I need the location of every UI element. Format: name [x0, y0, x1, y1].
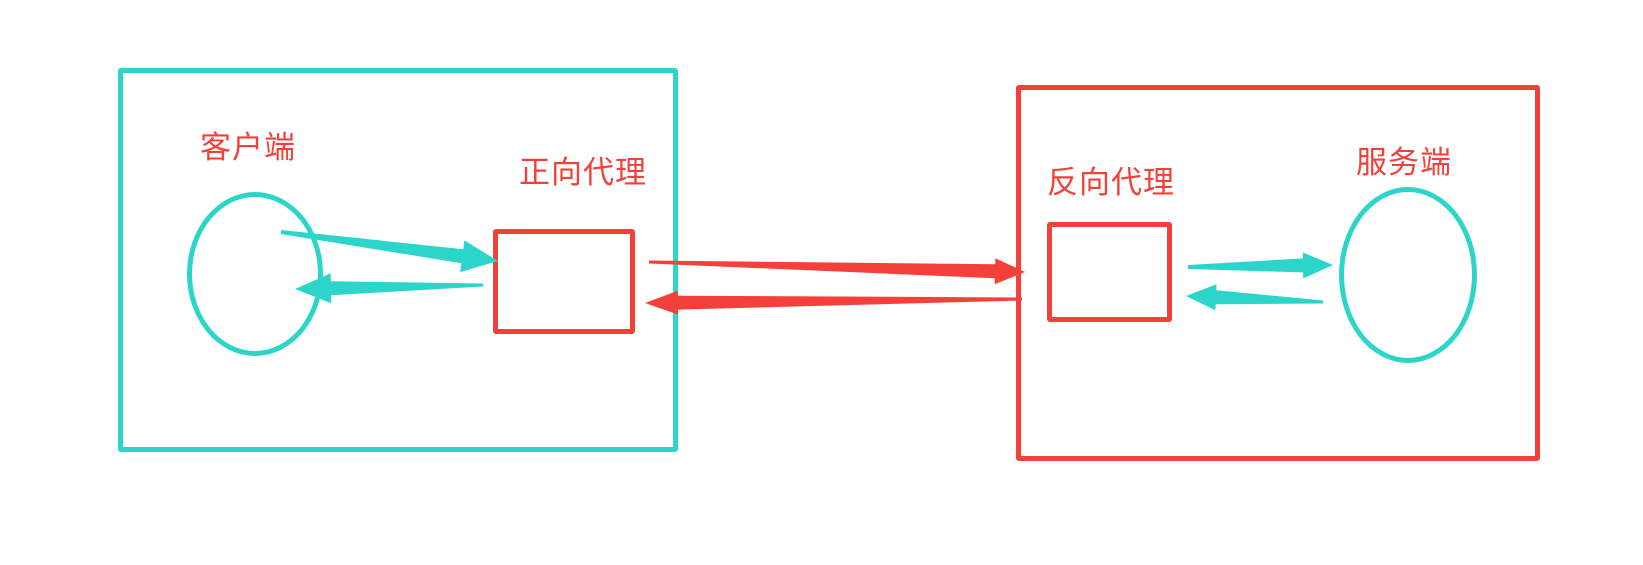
server-label: 服务端	[1356, 145, 1452, 180]
reverse-proxy-label: 反向代理	[1047, 165, 1175, 200]
reverse-proxy-box	[1047, 222, 1172, 322]
client-ellipse	[187, 192, 323, 356]
forward-proxy-label: 正向代理	[519, 155, 647, 190]
client-label: 客户端	[200, 130, 296, 165]
arrow-forward-proxy-to-reverse-proxy	[649, 258, 1025, 285]
arrow-reverse-proxy-to-forward-proxy	[645, 290, 1022, 315]
forward-proxy-box	[493, 229, 635, 334]
server-ellipse	[1339, 187, 1477, 363]
